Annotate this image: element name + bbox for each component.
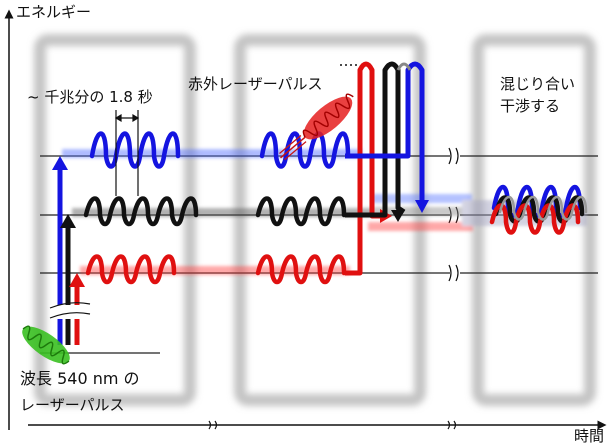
period-marker xyxy=(114,110,140,196)
excitation-arrowhead-red xyxy=(69,273,85,287)
phase-box-excitation xyxy=(34,34,196,406)
wave-blue-2 xyxy=(259,131,351,169)
excitation-arrowhead-black xyxy=(60,214,76,228)
visible-pulse-label-line1: 波長 540 nm の xyxy=(20,369,140,388)
period-annotation: ~ 千兆分の 1.8 秒 xyxy=(27,88,153,106)
ir-pulse-label: 赤外レーザーパルス xyxy=(188,75,323,93)
visible-pulse-label-line2: レーザーパルス xyxy=(20,396,125,414)
transition-blue-head xyxy=(415,200,429,213)
phase-box-ir-interaction xyxy=(234,34,426,406)
wave-blue-1 xyxy=(89,131,181,169)
band-blue xyxy=(62,149,362,158)
transition-red xyxy=(345,61,382,276)
mixing-label-line1: 混じり合い xyxy=(500,75,576,93)
waves-phase-3 xyxy=(489,185,588,235)
transition-blue xyxy=(345,61,425,200)
band-black xyxy=(72,208,372,217)
mixing-label-line2: 干渉する xyxy=(500,97,561,115)
band-red xyxy=(80,266,350,275)
excitation-arrowhead-blue xyxy=(52,156,68,170)
ir-pulse xyxy=(279,93,354,161)
waves-phase-2 xyxy=(255,131,351,285)
transition-black-head xyxy=(391,210,405,222)
wave-black-1 xyxy=(83,196,199,227)
wave-red-2 xyxy=(255,254,347,285)
wave-black-2 xyxy=(255,196,347,227)
energy-axis-label: エネルギー xyxy=(16,3,92,21)
waves-phase-1 xyxy=(83,131,199,285)
visible-pulse xyxy=(22,325,70,365)
time-axis-label: 時間 xyxy=(574,427,605,445)
wave-red-1 xyxy=(85,254,177,285)
band-red-after xyxy=(368,222,473,231)
phase-boxes xyxy=(34,34,596,406)
excitation-axis-break xyxy=(49,302,91,319)
wave-grey-3 xyxy=(498,195,588,221)
wave-red-3 xyxy=(489,203,581,235)
ir-transitions xyxy=(345,61,429,276)
energy-levels xyxy=(40,155,598,354)
time-axis-breaks xyxy=(208,420,457,430)
transition-grey-loop xyxy=(396,62,412,71)
